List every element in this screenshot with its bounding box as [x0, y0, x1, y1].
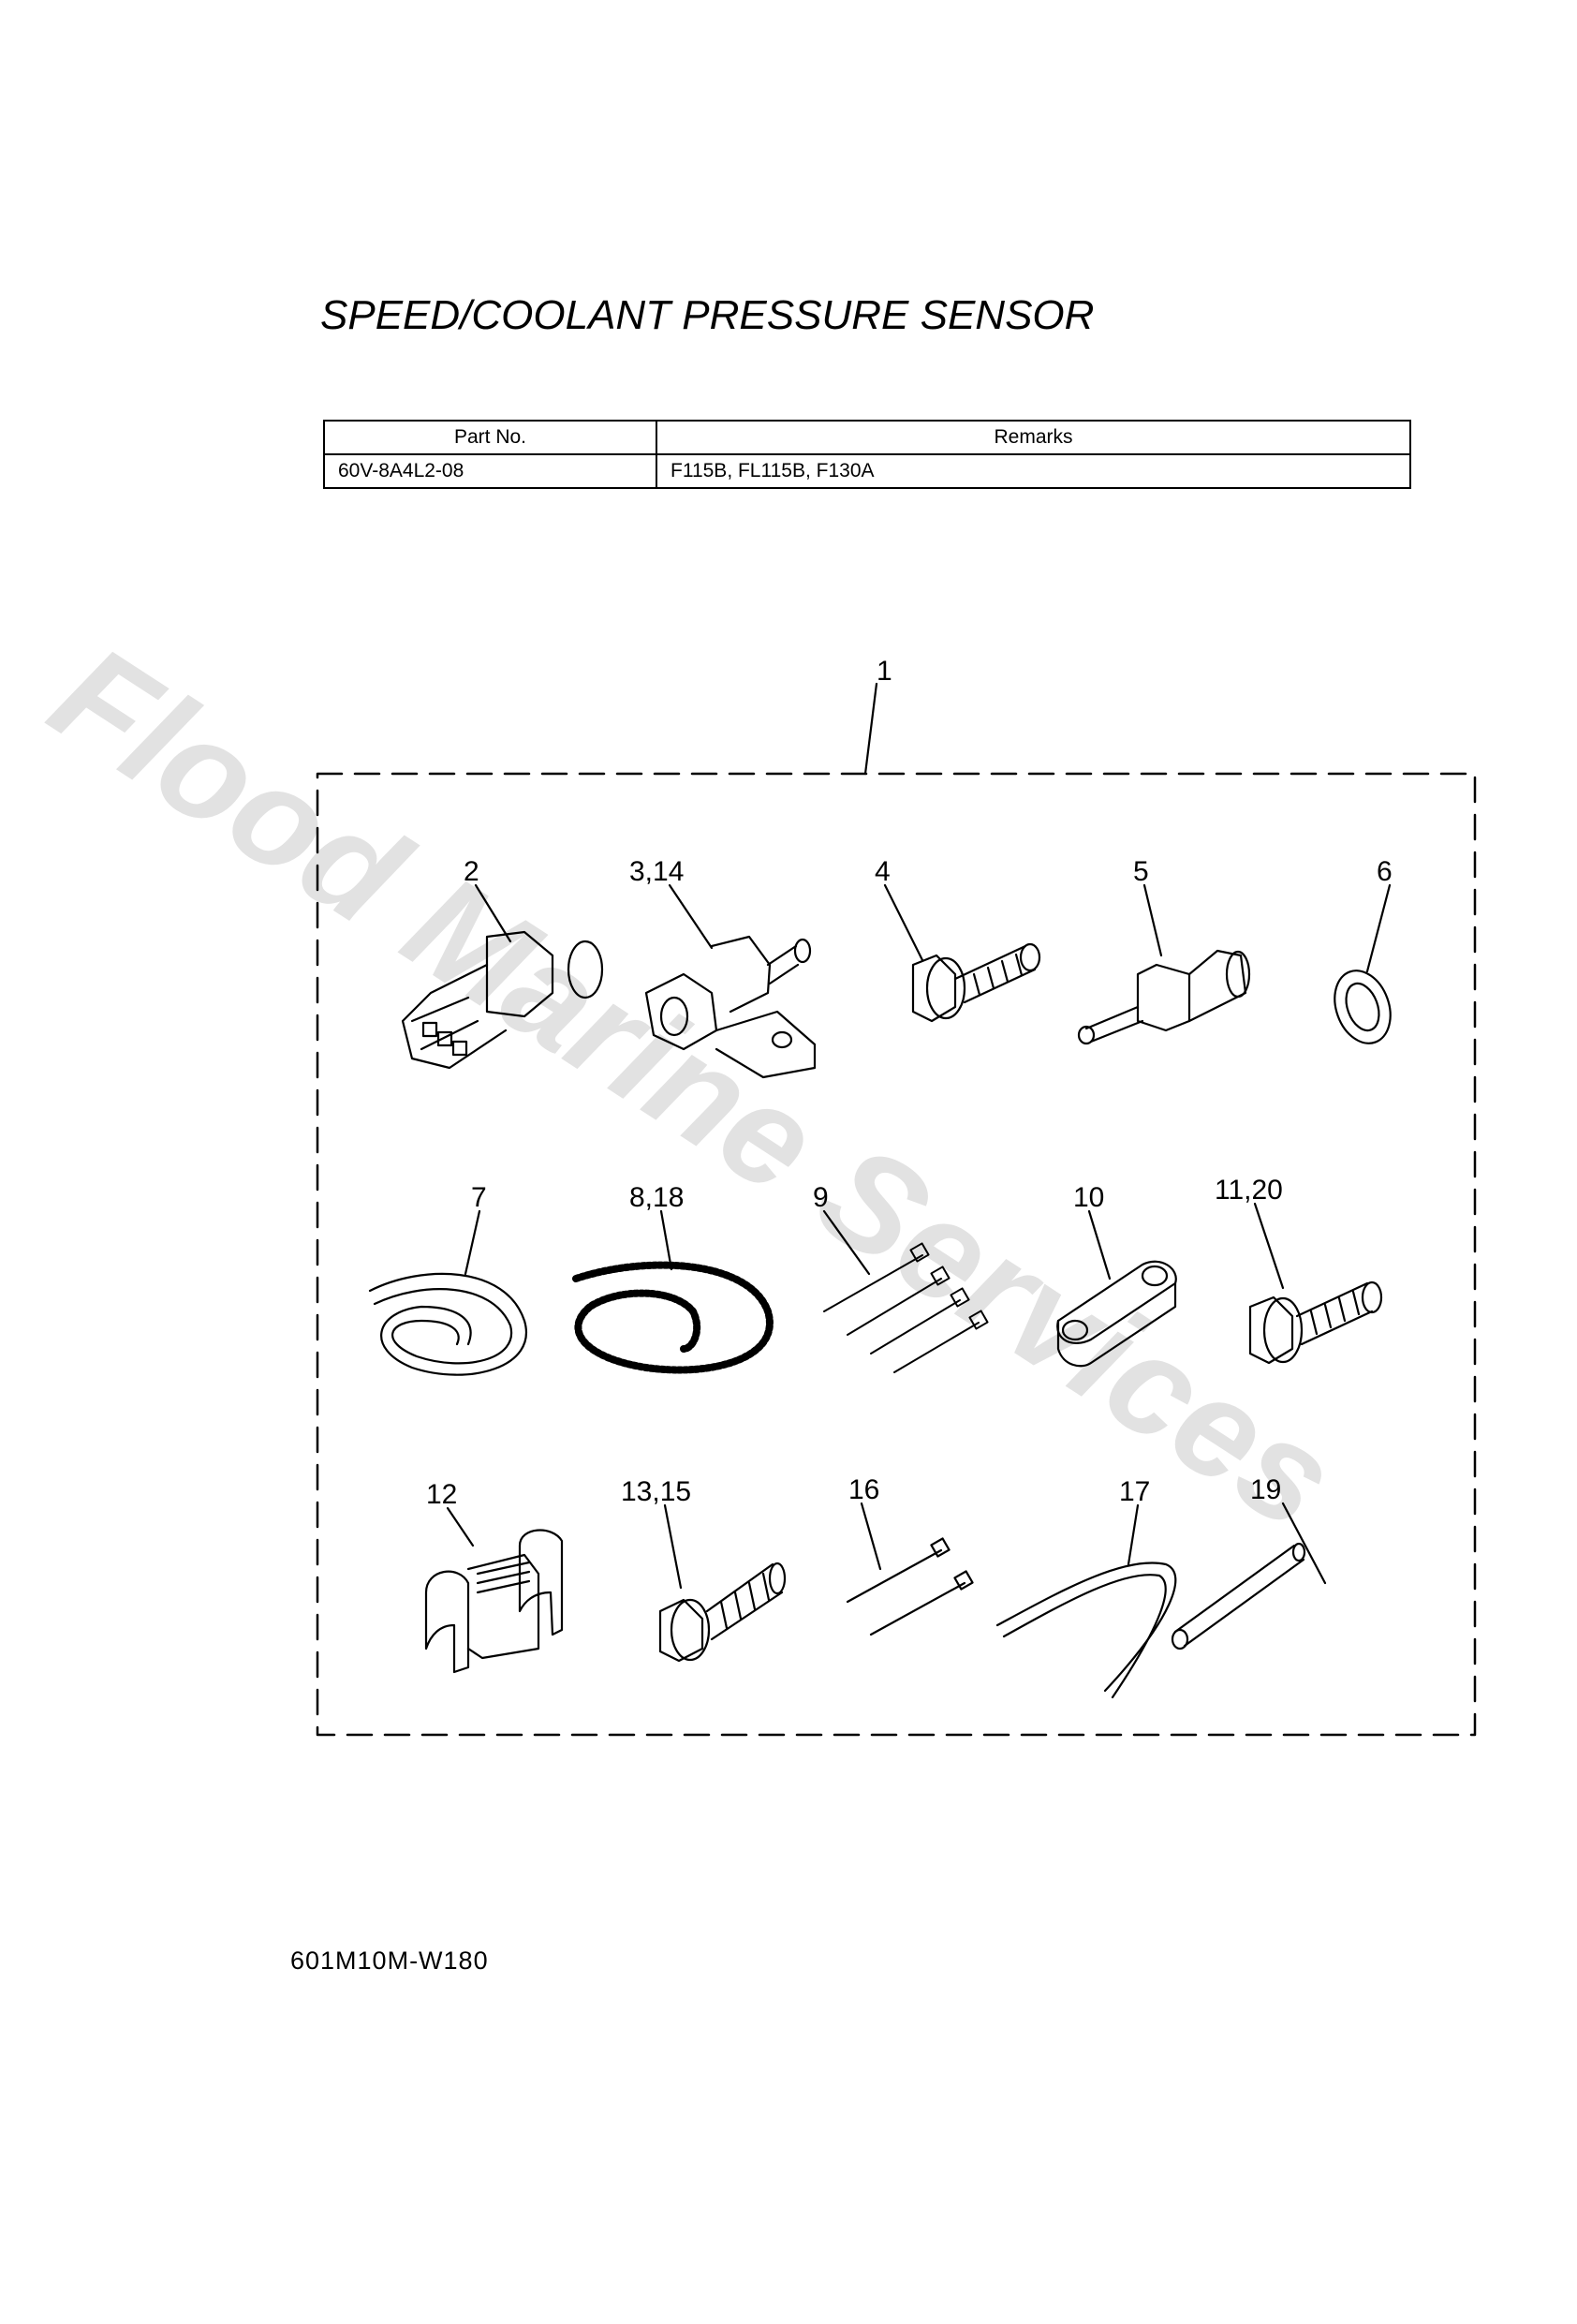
svg-text:11,20: 11,20 [1215, 1175, 1283, 1206]
svg-text:10: 10 [1073, 1182, 1104, 1213]
part-2-pressure-sensor-icon: 2 [401, 856, 604, 1070]
part-5-hose-fitting-icon: 5 [1077, 856, 1251, 1045]
header-part-no: Part No. [323, 420, 657, 455]
table-header-row: Part No. Remarks [323, 420, 1411, 455]
svg-text:16: 16 [848, 1474, 879, 1505]
svg-text:17: 17 [1119, 1476, 1150, 1507]
part-7-hose-coil-icon: 7 [368, 1182, 527, 1376]
svg-text:9: 9 [813, 1182, 829, 1213]
part-17-hose-icon: 17 [995, 1476, 1177, 1699]
svg-text:8,18: 8,18 [629, 1182, 684, 1213]
header-remarks: Remarks [656, 420, 1411, 455]
svg-text:5: 5 [1133, 856, 1149, 887]
callout-1: 1 [877, 656, 892, 687]
svg-text:19: 19 [1250, 1474, 1281, 1505]
part-6-washer-icon: 6 [1334, 856, 1393, 1044]
svg-text:6: 6 [1377, 856, 1393, 887]
part-8-18-corrugated-tube-icon: 8,18 [572, 1182, 774, 1374]
table-row: 60V-8A4L2-08 F115B, FL115B, F130A [323, 453, 1411, 489]
part-10-bracket-icon: 10 [1056, 1182, 1177, 1368]
cell-remarks: F115B, FL115B, F130A [656, 453, 1411, 489]
part-9-cable-ties-icon: 9 [813, 1182, 989, 1373]
part-13-15-screw-icon: 13,15 [621, 1476, 787, 1663]
svg-text:13,15: 13,15 [621, 1476, 691, 1507]
kit-boundary [316, 772, 1477, 1737]
part-11-20-bolt-icon: 11,20 [1215, 1175, 1383, 1365]
diagram-code: 601M10M-W180 [290, 1947, 489, 1975]
part-12-clamp-holder-icon: 12 [424, 1479, 564, 1674]
cell-part-no: 60V-8A4L2-08 [323, 453, 657, 489]
part-4-bolt-icon: 4 [875, 856, 1041, 1023]
svg-text:12: 12 [426, 1479, 457, 1510]
svg-text:2: 2 [464, 856, 479, 887]
part-19-tube-icon: 19 [1171, 1474, 1327, 1650]
svg-text:7: 7 [471, 1182, 487, 1213]
part-3-14-sensor-housing-icon: 3,14 [629, 856, 817, 1079]
svg-text:3,14: 3,14 [629, 856, 684, 887]
part-16-cable-ties-icon: 16 [846, 1474, 974, 1636]
page-title: SPEED/COOLANT PRESSURE SENSOR [320, 292, 1095, 338]
parts-table: Part No. Remarks 60V-8A4L2-08 F115B, FL1… [323, 420, 1411, 489]
svg-text:4: 4 [875, 856, 891, 887]
